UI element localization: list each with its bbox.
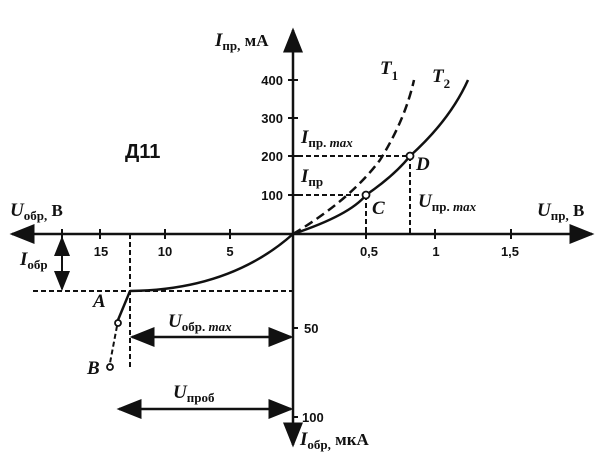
- x-tick-1-5: 1,5: [501, 244, 519, 259]
- y-tick-200: 200: [261, 149, 283, 164]
- y-tick-400: 400: [261, 73, 283, 88]
- y-neg-tick-50: 50: [304, 321, 318, 336]
- point-d-marker: [405, 151, 415, 161]
- guide-lines: [33, 155, 411, 370]
- curve-t1: [292, 79, 416, 236]
- point-a-label: A: [92, 291, 106, 312]
- x-neg-axis-label: Uобр, В: [10, 200, 63, 223]
- curve-breakdown: [116, 290, 132, 321]
- u-pr-max-label: Uпр. max: [418, 191, 477, 214]
- i-pr-label: Iпр: [300, 166, 323, 189]
- point-a-marker: [114, 319, 122, 327]
- y-tick-300: 300: [261, 111, 283, 126]
- i-pr-max-label: Iпр. max: [300, 127, 353, 150]
- x-tick-0-5: 0,5: [360, 244, 378, 259]
- x-neg-tick-10: 10: [158, 244, 172, 259]
- u-obr-max-label: Uобр. max: [168, 311, 232, 334]
- axis-ticks: [61, 79, 512, 418]
- y-neg-tick-100: 100: [302, 410, 324, 425]
- y-neg-axis-label: Iобр, мкА: [299, 429, 370, 452]
- x-neg-tick-5: 5: [226, 244, 233, 259]
- curve-reverse: [129, 233, 294, 293]
- curve-breakdown-dashed: [109, 325, 118, 364]
- curve-t2: [292, 79, 470, 236]
- point-c-marker: [361, 190, 371, 200]
- y-tick-100: 100: [261, 188, 283, 203]
- point-d-label: D: [415, 154, 430, 175]
- curve-t1-label: T1: [380, 58, 398, 83]
- diode-model-title: Д11: [125, 141, 160, 163]
- point-c-label: C: [372, 198, 385, 219]
- curve-t2-label: T2: [432, 66, 450, 91]
- i-obr-label: Iобр: [19, 249, 48, 272]
- x-tick-1: 1: [432, 244, 439, 259]
- y-axis-label: Iпр, мА: [214, 30, 269, 53]
- point-b-label: B: [86, 358, 100, 379]
- point-b-marker: [106, 363, 114, 371]
- x-axis-label: Uпр, В: [537, 200, 584, 223]
- x-neg-tick-15: 15: [94, 244, 108, 259]
- u-prob-label: Uпроб: [173, 382, 215, 405]
